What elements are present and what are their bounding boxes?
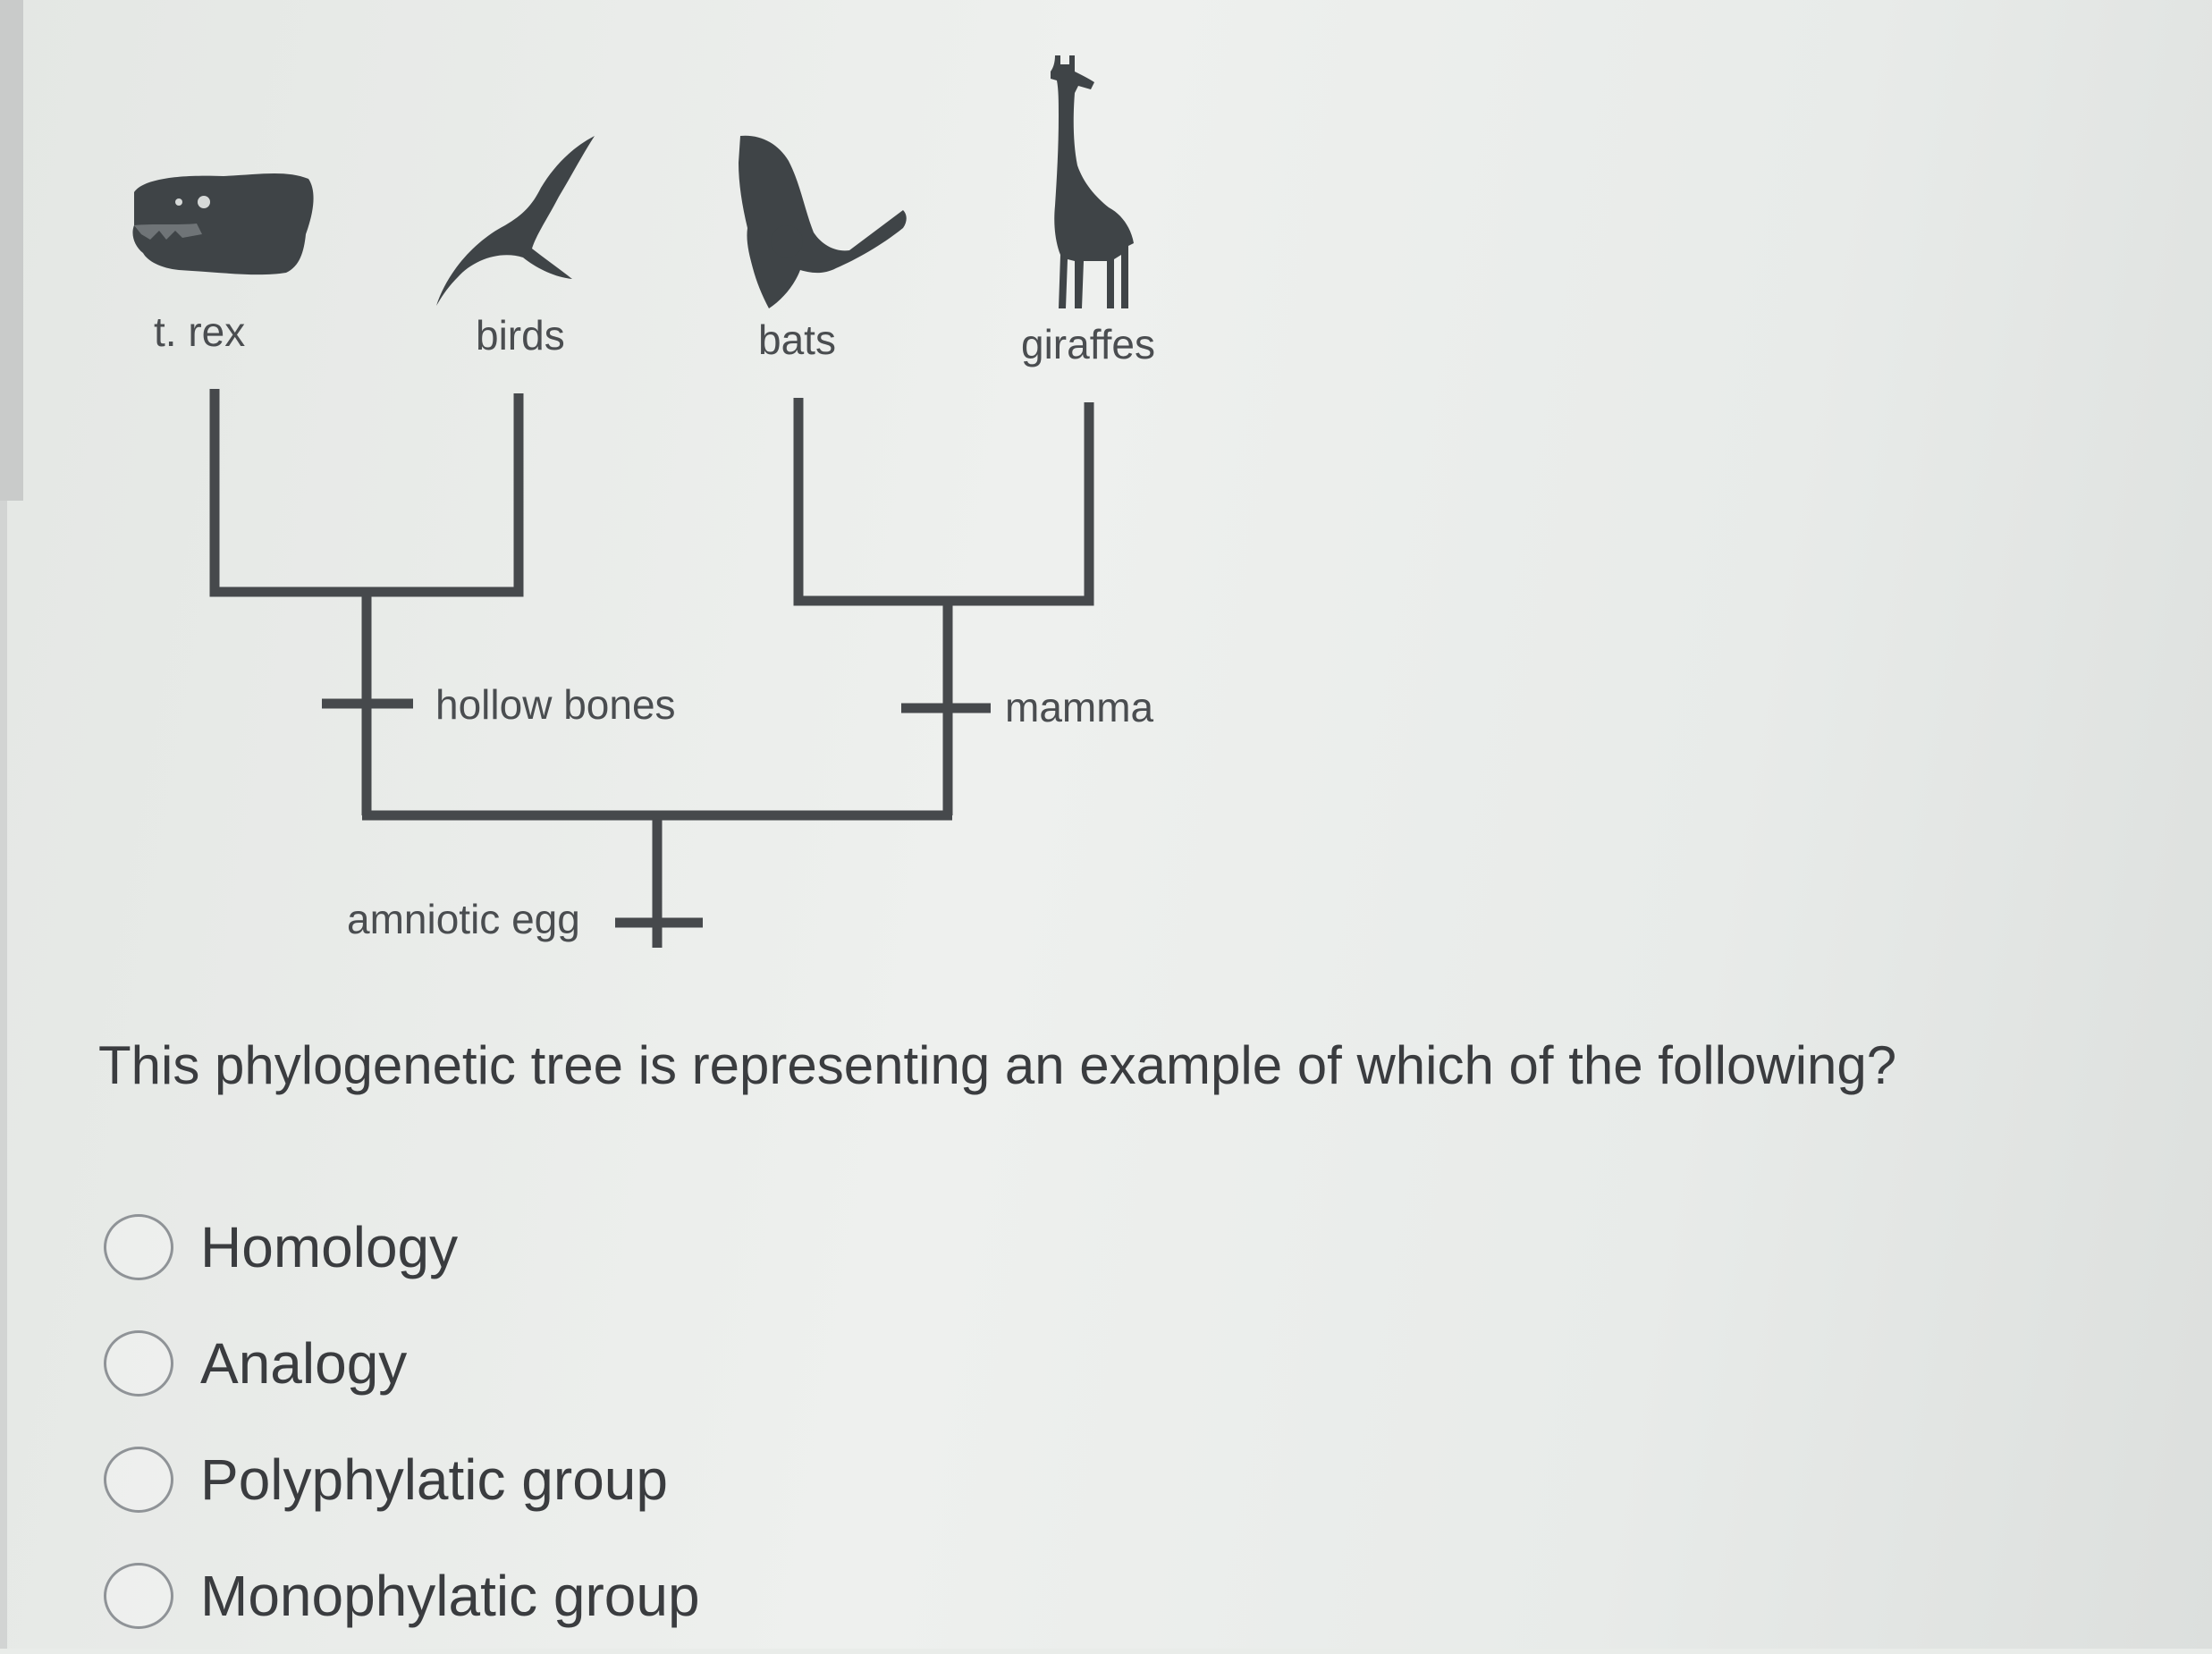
left-bezel (0, 0, 23, 501)
branch-bats-giraffes (793, 398, 1094, 606)
trait-ticks (322, 698, 991, 928)
radio-button-icon[interactable] (104, 1447, 173, 1513)
radio-button-icon[interactable] (104, 1214, 173, 1280)
option-monophylatic-group[interactable]: Monophylatic group (104, 1538, 700, 1654)
option-analogy[interactable]: Analogy (104, 1305, 700, 1422)
phylogenetic-tree-figure: t. rex birds bats giraffes hollow bones … (0, 0, 1252, 983)
taxon-label-birds: birds (476, 312, 565, 359)
bat-icon (739, 135, 907, 308)
tree-diagram (132, 55, 1134, 948)
tree-branches (209, 389, 1094, 948)
left-bezel-lower (0, 501, 7, 1649)
bird-icon (436, 136, 595, 306)
trait-label-amniotic-egg: amniotic egg (347, 896, 580, 942)
option-label: Analogy (200, 1331, 408, 1396)
radio-button-icon[interactable] (104, 1330, 173, 1397)
question-text: This phylogenetic tree is representing a… (98, 1035, 1897, 1095)
answer-options: Homology Analogy Polyphylatic group Mono… (104, 1189, 700, 1654)
giraffe-icon (1051, 55, 1134, 308)
option-homology[interactable]: Homology (104, 1189, 700, 1305)
option-polyphylatic-group[interactable]: Polyphylatic group (104, 1422, 700, 1538)
radio-button-icon[interactable] (104, 1563, 173, 1629)
trex-skull-icon (132, 173, 314, 275)
option-label: Monophylatic group (200, 1564, 700, 1628)
trait-label-hollow-bones: hollow bones (435, 681, 676, 728)
option-label: Polyphylatic group (200, 1447, 668, 1512)
branch-trex-birds (209, 389, 524, 597)
taxon-label-trex: t. rex (154, 308, 246, 355)
taxon-label-bats: bats (758, 316, 836, 363)
trait-label-mamma: mamma (1005, 684, 1154, 730)
option-label: Homology (200, 1215, 459, 1279)
taxon-label-giraffes: giraffes (1021, 321, 1156, 367)
